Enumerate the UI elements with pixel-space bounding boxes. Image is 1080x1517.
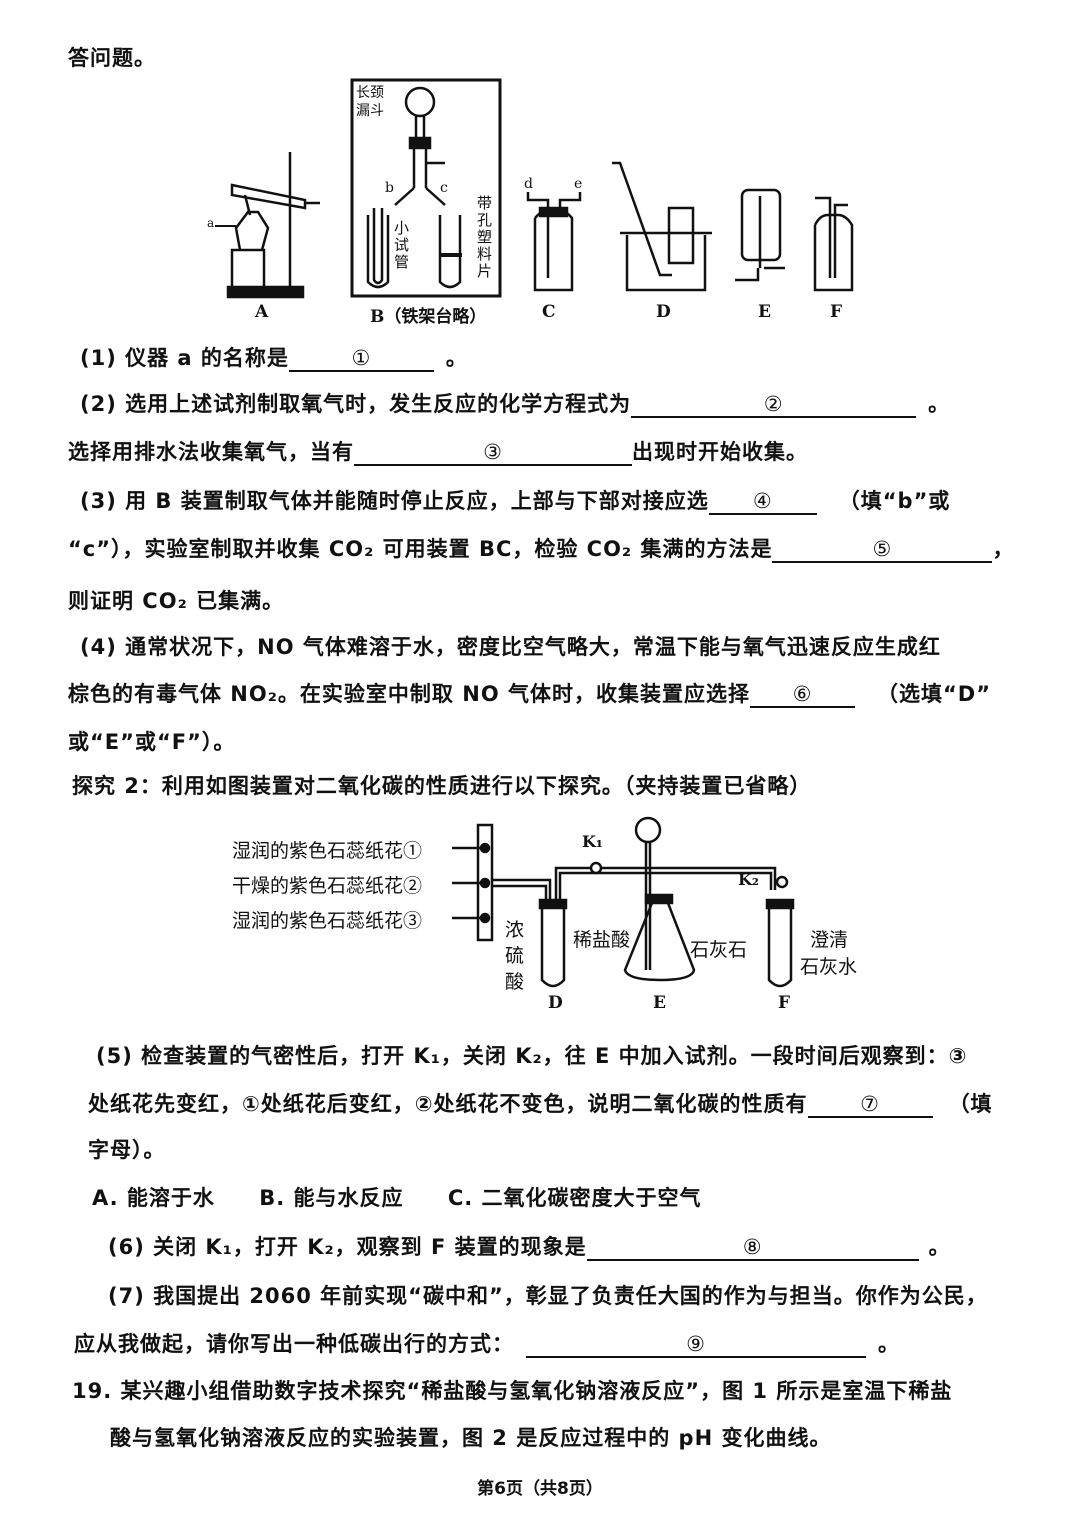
question-19: 19. 某兴趣小组借助数字技术探究“稀盐酸与氢氧化钠溶液反应”，图 1 所示是室… <box>72 1379 953 1403</box>
limewater-label-1: 澄清 <box>810 929 849 951</box>
answer-blank-8[interactable]: ⑧ <box>586 1235 919 1262</box>
plastic-plate-label: 带孔塑料片 <box>475 195 493 280</box>
q2-end: 。 <box>928 392 951 416</box>
label-d: D <box>656 302 671 322</box>
valve-k1: K₁ <box>582 832 603 851</box>
q6-text: (6) 关闭 K₁，打开 K₂，观察到 F 装置的现象是 <box>108 1235 587 1259</box>
label-f: F <box>830 302 843 322</box>
question-5-options: A. 能溶于水 B. 能与水反应 C. 二氧化碳密度大于空气 <box>92 1182 702 1212</box>
q3-end2: ， <box>992 537 1015 561</box>
answer-blank-3[interactable]: ③ <box>354 440 632 467</box>
marker-a: a <box>207 216 215 230</box>
q4-line2: 棕色的有毒气体 NO₂。在实验室中制取 NO 气体时，收集装置应选择 <box>68 682 750 706</box>
question-3-line3: 则证明 CO₂ 已集满。 <box>68 589 285 613</box>
question-7-line2: 应从我做起，请你写出一种低碳出行的方式： ⑨ 。 <box>74 1328 900 1359</box>
label-a: A <box>255 302 269 322</box>
question-7: (7) 我国提出 2060 年前实现“碳中和”，彰显了负责任大国的作为与担当。你… <box>108 1284 988 1308</box>
label-e2: E <box>653 993 666 1013</box>
q1-end: 。 <box>445 346 468 370</box>
answer-blank-7[interactable]: ⑦ <box>807 1092 933 1119</box>
q2-line2: 选择用排水法收集氧气，当有 <box>68 440 354 464</box>
q3-text: (3) 用 B 装置制取气体并能随时停止反应，上部与下部对接应选 <box>80 489 709 513</box>
q3-line2: “c”），实验室制取并收集 CO₂ 可用装置 BC，检验 CO₂ 集满的方法是 <box>68 537 773 561</box>
answer-blank-4[interactable]: ④ <box>708 489 817 516</box>
option-b: B. 能与水反应 <box>259 1186 404 1210</box>
page-footer: 第6页（共8页） <box>477 1479 603 1499</box>
label-f2: F <box>778 993 791 1013</box>
label-d2: D <box>548 993 563 1013</box>
q7-end: 。 <box>878 1332 900 1356</box>
flower-3-label: 湿润的紫色石蕊纸花③ <box>232 910 423 932</box>
figure-1-drawing <box>215 78 854 299</box>
small-tube-label: 小试管 <box>392 220 410 271</box>
q2-text: (2) 选用上述试剂制取氧气时，发生反应的化学方程式为 <box>80 392 632 416</box>
question-4-line3: 或“E”或“F”）。 <box>68 730 236 754</box>
funnel-label: 长颈漏斗 <box>356 85 384 119</box>
port-d: d <box>524 176 533 192</box>
hydrochloric-acid-label: 稀盐酸 <box>573 929 631 951</box>
question-5-line3: 字母）。 <box>88 1138 166 1162</box>
port-e: e <box>574 176 583 192</box>
intro-text: 答问题。 <box>68 46 156 70</box>
q5-line2: 处纸花先变红，①处纸花后变红，②处纸花不变色，说明二氧化碳的性质有 <box>88 1092 808 1116</box>
branch-c: c <box>440 180 448 196</box>
question-4: (4) 通常状况下，NO 气体难溶于水，密度比空气略大，常温下能与氧气迅速反应生… <box>80 635 941 659</box>
label-b: B（铁架台略） <box>370 307 487 327</box>
valve-k2: K₂ <box>738 870 759 889</box>
explore-2-heading: 探究 2：利用如图装置对二氧化碳的性质进行以下探究。（夹持装置已省略） <box>72 774 812 798</box>
question-19-line2: 酸与氢氧化钠溶液反应的实验装置，图 2 是反应过程中的 pH 变化曲线。 <box>110 1426 832 1450</box>
apparatus-a <box>215 152 320 299</box>
flower-1-label: 湿润的紫色石蕊纸花① <box>232 840 423 862</box>
q2-end2: 出现时开始收集。 <box>632 440 808 464</box>
answer-blank-9[interactable]: ⑨ <box>526 1332 866 1359</box>
option-c: C. 二氧化碳密度大于空气 <box>447 1186 702 1210</box>
q6-end: 。 <box>928 1235 951 1259</box>
figure-2-drawing <box>452 816 795 988</box>
sulfuric-acid-label: 浓硫酸 <box>505 919 525 993</box>
answer-blank-6[interactable]: ⑥ <box>749 682 855 709</box>
label-c: C <box>542 302 556 322</box>
answer-blank-2[interactable]: ② <box>631 392 917 419</box>
limewater-label-2: 石灰水 <box>800 956 858 978</box>
flower-2-label: 干燥的紫色石蕊纸花② <box>232 875 423 897</box>
option-a: A. 能溶于水 <box>92 1186 215 1210</box>
q4-end: （选填“D” <box>876 682 992 706</box>
q5-end: （填 <box>948 1092 993 1116</box>
limestone-label: 石灰石 <box>690 939 748 961</box>
q1-text: (1) 仪器 a 的名称是 <box>80 346 289 370</box>
branch-b: b <box>385 180 394 196</box>
q3-end: （填“b”或 <box>838 489 951 513</box>
answer-blank-1[interactable]: ① <box>288 346 434 373</box>
label-e: E <box>758 302 771 322</box>
question-5: (5) 检查装置的气密性后，打开 K₁，关闭 K₂，往 E 中加入试剂。一段时间… <box>96 1044 968 1068</box>
answer-blank-5[interactable]: ⑤ <box>772 537 993 564</box>
q7-line2: 应从我做起，请你写出一种低碳出行的方式： <box>74 1332 514 1356</box>
